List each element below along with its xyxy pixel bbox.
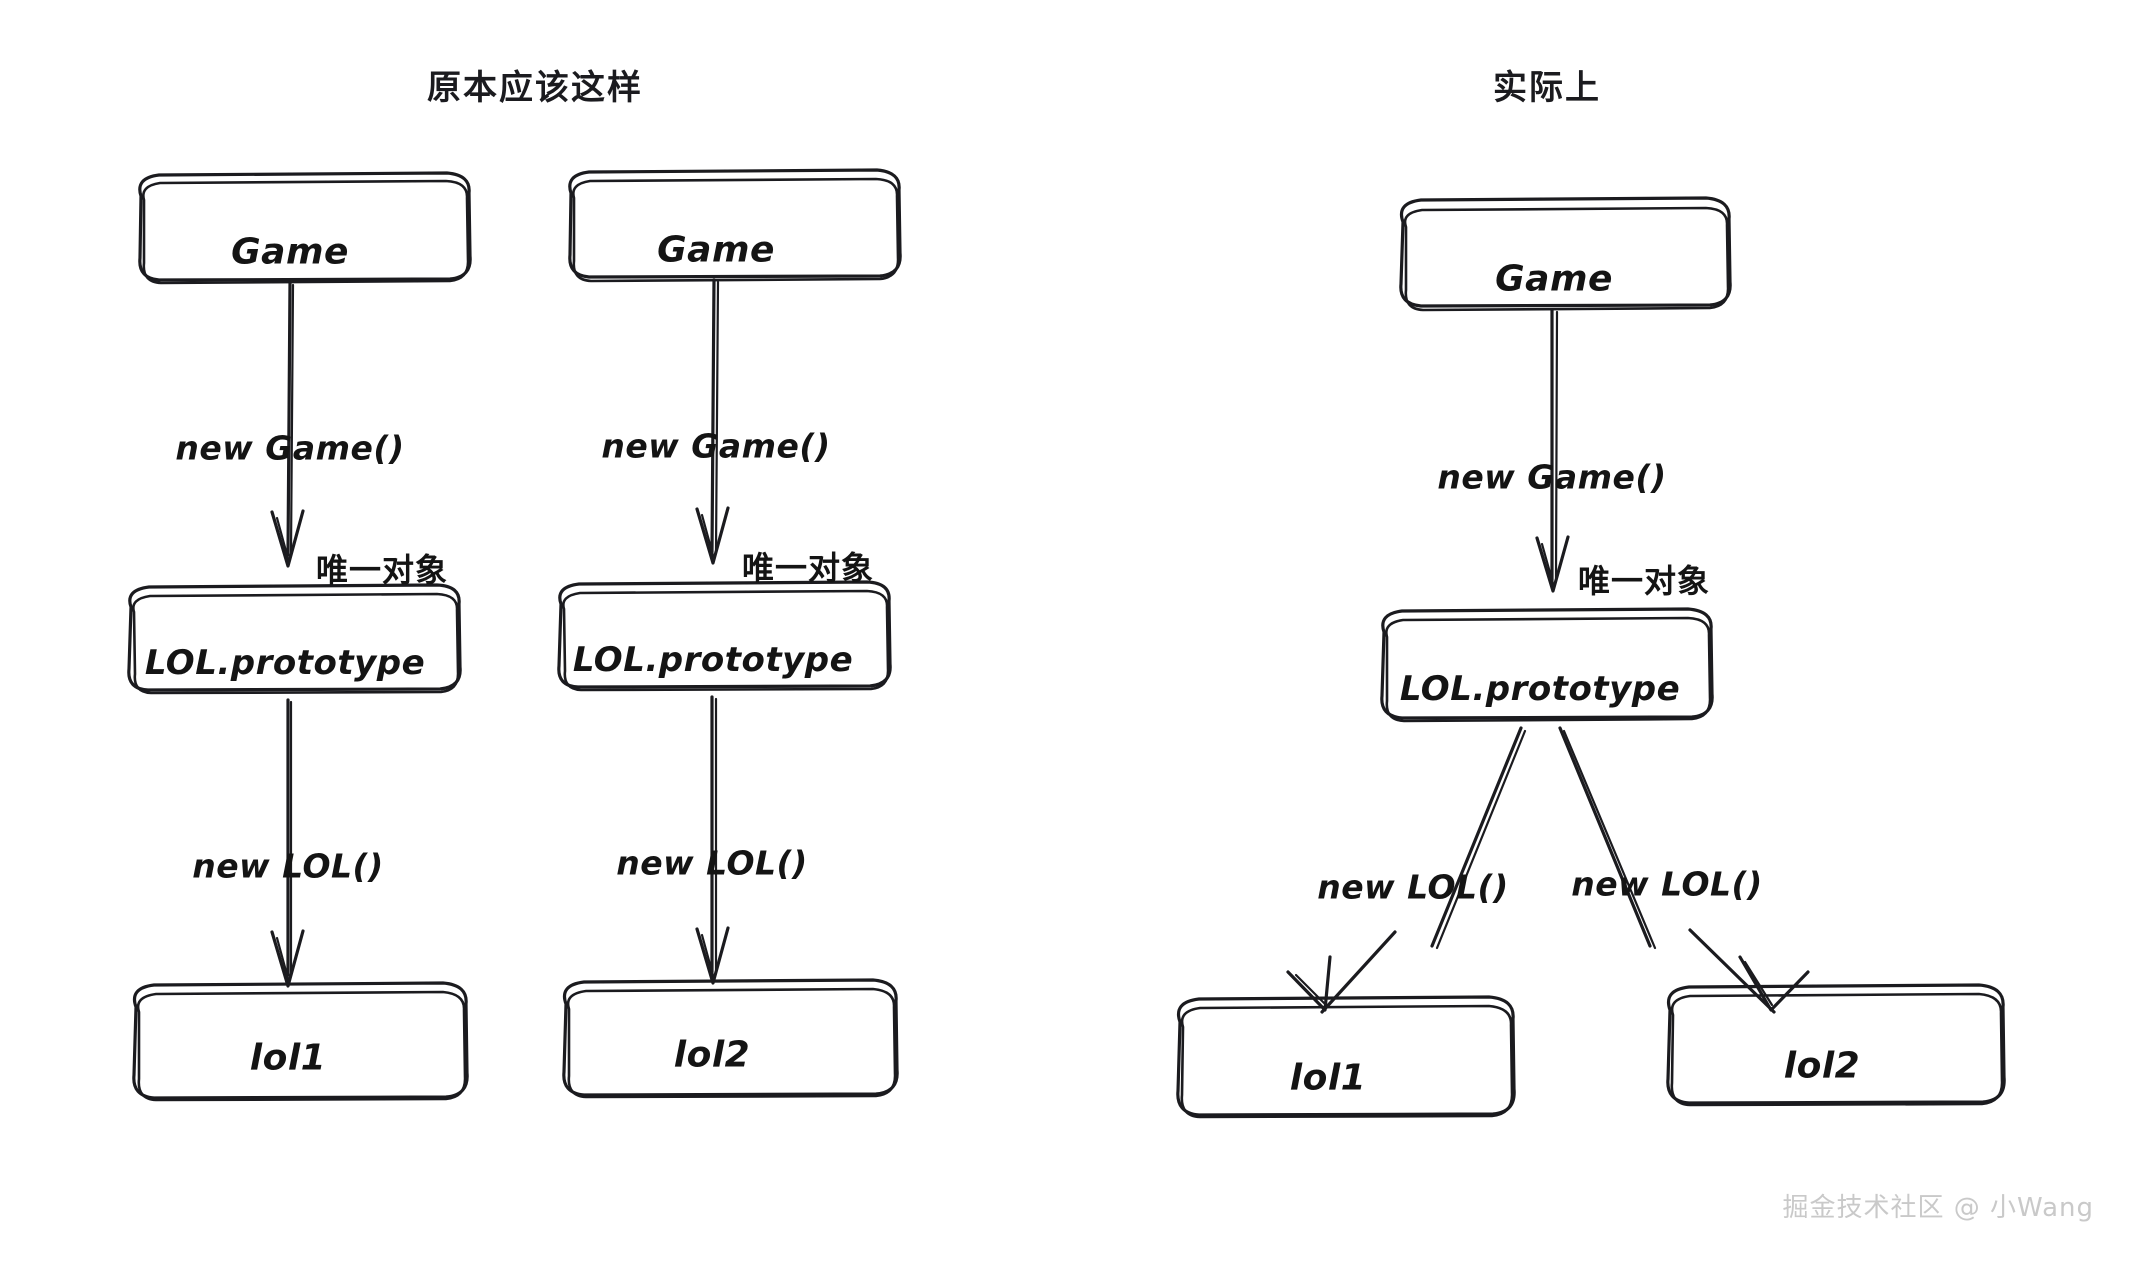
arrow-proto-to-lol2-b [695, 695, 730, 985]
node-game-a[interactable] [138, 171, 472, 285]
node-label-game-b: Game [657, 229, 775, 271]
edge-label-new-lol-b: new LOL() [616, 843, 808, 883]
left-branch-b [557, 168, 902, 1099]
edge-label-new-game-a: new Game() [175, 428, 405, 468]
node-lol2-right[interactable] [1666, 983, 2006, 1107]
arrow-game-to-proto-a [270, 281, 305, 568]
edge-note-unique-object-a: 唯一对象 [315, 551, 449, 589]
edge-label-new-lol-left: new LOL() [1317, 867, 1509, 907]
node-lol1-right[interactable] [1176, 995, 1516, 1119]
arrow-game-to-proto-right [1535, 308, 1570, 593]
panel-title-expected: 原本应该这样 [427, 68, 643, 108]
edge-label-new-lol-a: new LOL() [192, 846, 384, 886]
node-game-b[interactable] [568, 168, 902, 283]
edge-note-unique-object-right: 唯一对象 [1577, 562, 1711, 600]
node-lol2-b[interactable] [562, 978, 899, 1099]
left-branch-a [127, 171, 472, 1102]
edge-label-new-game-b: new Game() [601, 426, 831, 466]
arrow-game-to-proto-b [695, 278, 730, 565]
arrow-proto-to-lol1-a [270, 698, 305, 988]
node-lol-prototype-b[interactable] [557, 580, 892, 692]
node-label-lol-prototype-b: LOL.prototype [572, 640, 854, 680]
node-label-lol-prototype-a: LOL.prototype [144, 643, 426, 683]
node-lol1-a[interactable] [132, 981, 469, 1102]
node-label-lol-prototype-right: LOL.prototype [1399, 669, 1681, 709]
arrow-proto-to-lol2-right [1558, 726, 1810, 1014]
panel-title-actual: 实际上 [1493, 68, 1601, 108]
node-label-lol1-right: lol1 [1289, 1057, 1367, 1099]
node-label-game-right: Game [1495, 258, 1613, 300]
node-label-lol2-b: lol2 [673, 1034, 751, 1076]
node-game-right[interactable] [1399, 196, 1732, 312]
watermark: 掘金技术社区 @ 小Wang [1782, 1193, 2094, 1223]
edge-label-new-lol-right: new LOL() [1571, 864, 1763, 904]
node-lol-prototype-right[interactable] [1380, 607, 1714, 723]
node-label-lol2-right: lol2 [1783, 1045, 1861, 1087]
node-lol-prototype-a[interactable] [127, 583, 462, 695]
edge-note-unique-object-b: 唯一对象 [741, 549, 875, 587]
node-label-lol1-a: lol1 [249, 1037, 327, 1079]
node-label-game-a: Game [231, 231, 349, 273]
right-panel-graph [1176, 196, 2006, 1119]
edge-label-new-game-right: new Game() [1437, 457, 1667, 497]
